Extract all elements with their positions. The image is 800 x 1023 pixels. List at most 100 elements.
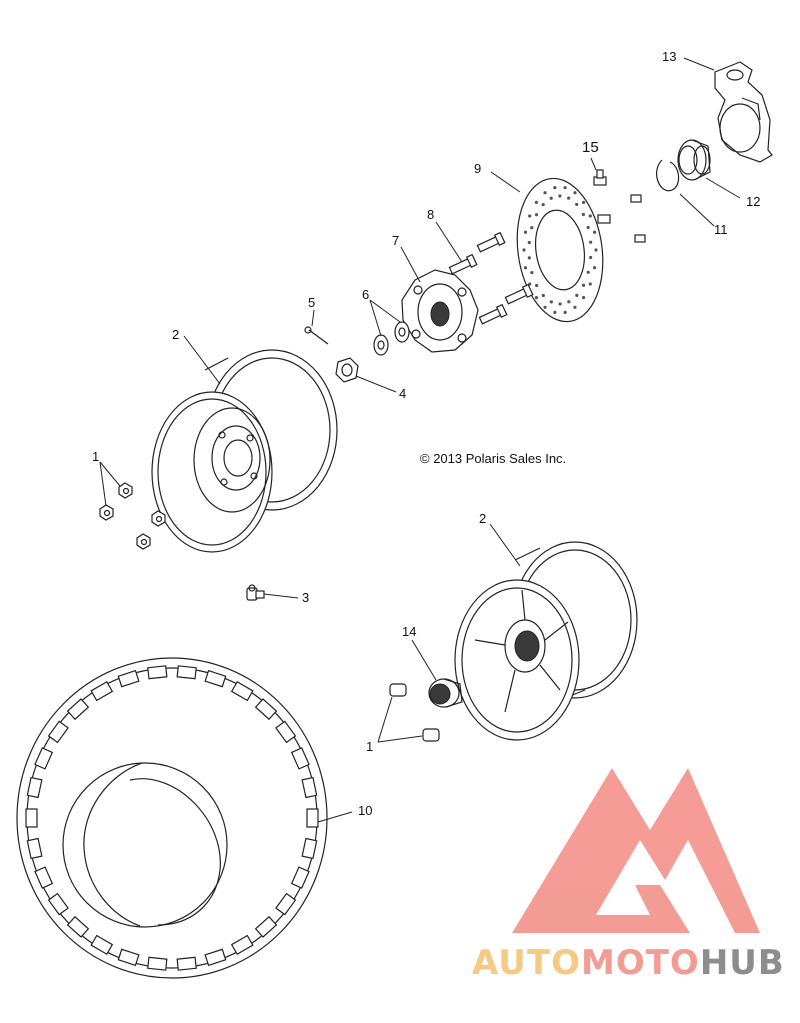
callout-6: 6 (362, 287, 369, 302)
rotor-hole (586, 270, 590, 274)
tread-block (26, 776, 43, 799)
rotor-hole (527, 256, 531, 260)
rotor-hole (594, 248, 598, 252)
tread-block (275, 892, 297, 916)
part-1-lug-nuts-upper (99, 482, 166, 550)
rotor-hole (522, 248, 526, 252)
part-15-bolts (593, 169, 646, 243)
tread-block (290, 866, 310, 889)
rotor-hole (589, 255, 593, 260)
callout-4: 4 (399, 386, 406, 401)
part-13-steering-knuckle (714, 61, 773, 163)
watermark-moto: MOTO (581, 943, 700, 983)
tread-block (176, 665, 197, 680)
tread-block (147, 665, 168, 680)
part-10-tire (16, 657, 328, 979)
rotor-hole (535, 283, 539, 288)
tread-block (25, 808, 38, 828)
part-1-lug-nuts-lower (389, 683, 440, 742)
rotor-hole (528, 214, 532, 218)
tread-block (47, 720, 69, 744)
rotor-hole (541, 293, 545, 298)
watermark-logo-shape (512, 768, 760, 933)
rotor-hole (541, 203, 545, 207)
rotor-hole (581, 283, 586, 287)
rotor-hole (534, 213, 539, 217)
callout-5: 5 (308, 295, 315, 310)
tread-block (117, 669, 140, 688)
tread-block (290, 747, 310, 770)
rotor-hole (581, 212, 585, 217)
rotor-hole (592, 230, 597, 234)
rotor-hole (543, 191, 547, 195)
callout-14: 14 (402, 624, 416, 639)
part-6-washers (373, 321, 410, 356)
callout-labels: 13 12 11 9 15 8 7 6 5 4 2 1 3 2 14 1 10 (92, 49, 760, 818)
tread-block (230, 934, 254, 955)
leader-lines (99, 57, 741, 823)
rotor-hole (573, 191, 577, 195)
rotor-hole (581, 296, 586, 300)
rotor-hole (543, 305, 547, 309)
copyright-notice: © 2013 Polaris Sales Inc. (420, 451, 566, 466)
part-7-wheel-hub (401, 269, 479, 353)
part-9-brake-rotor (516, 177, 604, 323)
callout-9: 9 (474, 161, 481, 176)
tread-block (301, 837, 318, 860)
part-11-snap-ring (656, 159, 680, 192)
tread-block (66, 915, 90, 938)
callout-13: 13 (662, 49, 676, 64)
callout-2-lower: 2 (479, 511, 486, 526)
rotor-hole (567, 300, 571, 304)
rotor-hole (573, 305, 577, 309)
tread-block (301, 776, 318, 799)
tread-block (26, 837, 43, 860)
tread-block (254, 915, 278, 938)
callout-2-upper: 2 (172, 327, 179, 342)
tread-block (176, 956, 197, 971)
part-2-steel-rim (151, 349, 338, 553)
rotor-hole (553, 310, 557, 314)
rotor-hole (575, 293, 579, 297)
callout-7: 7 (392, 233, 399, 248)
rotor-hole (592, 266, 597, 270)
tread-block (34, 866, 54, 889)
tread-block (117, 948, 140, 967)
rotor-hole (563, 186, 567, 190)
callout-11: 11 (714, 222, 728, 237)
callout-1-upper: 1 (92, 449, 99, 464)
tread-block (90, 934, 114, 955)
tread-block (230, 681, 254, 702)
part-4-castle-nut (335, 357, 359, 383)
tread-block (34, 747, 54, 770)
rotor-hole (575, 202, 579, 207)
callout-1-lower: 1 (366, 739, 373, 754)
rotor-hole (589, 240, 593, 244)
callout-12: 12 (746, 194, 760, 209)
svg-text:AUTOMOTOHUB: AUTOMOTOHUB (472, 943, 785, 983)
tread-block (90, 681, 114, 702)
rotor-hole (528, 282, 532, 286)
tread-block (204, 669, 227, 688)
rotor-hole (530, 226, 534, 230)
rotor-hole (558, 302, 562, 306)
tread-block (47, 892, 69, 916)
part-14-center-cap (428, 678, 463, 708)
rotor-hole (567, 196, 571, 200)
rotor-hole (523, 230, 528, 234)
part-3-valve-stem (246, 584, 265, 601)
watermark-hub: HUB (700, 943, 785, 983)
rotor-hole (586, 225, 590, 230)
rotor-hole (530, 270, 534, 275)
tread-block (306, 808, 319, 828)
tread-block (254, 698, 278, 721)
part-5-cotter-pin (304, 326, 329, 345)
rotor-hole (549, 300, 553, 304)
part-12-wheel-bearing (677, 139, 711, 181)
rotor-hole (523, 266, 528, 270)
watermark-auto: AUTO (472, 943, 581, 983)
rotor-hole (558, 194, 562, 198)
rotor-hole (588, 214, 592, 218)
rotor-hole (588, 282, 592, 286)
